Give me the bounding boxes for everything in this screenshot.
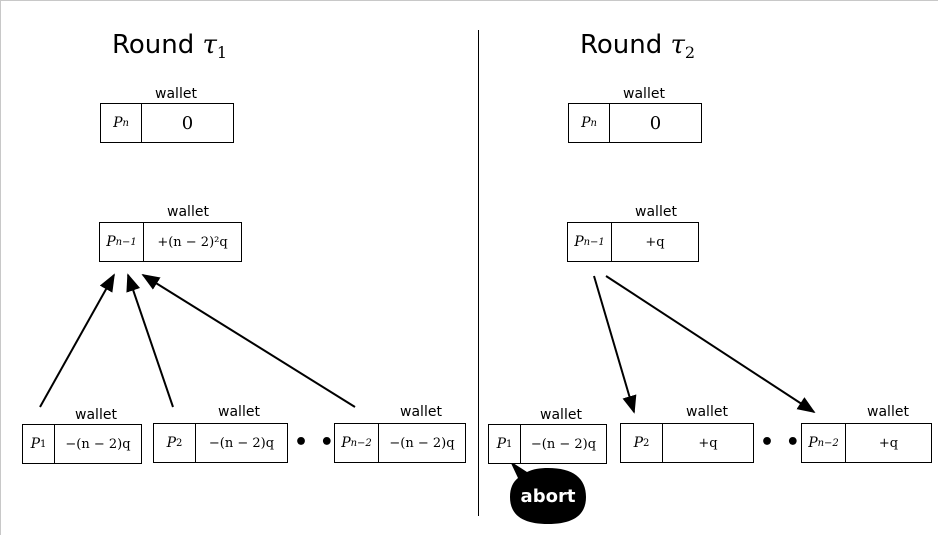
r1-pn-wallet-label: wallet [155, 86, 197, 102]
arrow-r2-pn1-to-p2 [593, 275, 637, 414]
arrow-r2-pn1-to-pn2 [605, 275, 816, 413]
abort-bubble [510, 461, 586, 524]
r2-p2-balance: +q [698, 435, 718, 451]
abort-label: abort [520, 486, 576, 507]
frame-top-border [0, 0, 938, 1]
round-1-label: Round [112, 30, 195, 60]
arrow-r1-p2-to-pn1 [126, 273, 174, 408]
r1-pn2-balance: −(n − 2)q [389, 435, 455, 451]
arrow-r1-p1-to-pn1 [39, 273, 115, 408]
r1-pn2-wallet-label: wallet [400, 404, 442, 420]
r2-pn-wallet-label: wallet [623, 86, 665, 102]
r2-pn1-balance: +q [645, 234, 665, 250]
r1-pn-balance: 0 [181, 112, 194, 134]
r1-p2-wallet-label: wallet [218, 404, 260, 420]
r2-p1-balance: −(n − 2)q [530, 436, 597, 452]
r1-p1-wallet-label: wallet [75, 407, 117, 423]
r2-p2-wallet-label: wallet [686, 404, 728, 420]
r1-pn1-balance: +(n − 2)²q [157, 234, 228, 250]
round-2-label: Round [580, 30, 663, 60]
round-2-title: Round τ2 [580, 30, 695, 68]
r2-pn2-balance: +q [878, 435, 899, 451]
r2-pn2-wallet-label: wallet [867, 404, 909, 420]
round-1-symbol: τ [202, 30, 217, 60]
round-1-title: Round τ1 [112, 30, 227, 68]
round-divider [478, 30, 479, 516]
r2-p1-wallet-label: wallet [540, 407, 582, 423]
r1-p2-balance: −(n − 2)q [208, 435, 275, 451]
round-2-symbol: τ [670, 30, 685, 60]
r2-pn-balance: 0 [649, 112, 662, 134]
r2-pn1-wallet-label: wallet [635, 204, 677, 220]
frame-left-border [0, 0, 1, 535]
r1-p1-balance: −(n − 2)q [65, 436, 131, 452]
round-1-index: 1 [216, 43, 228, 62]
round-2-index: 2 [684, 43, 696, 62]
arrow-r1-pn2-to-pn1 [141, 274, 356, 408]
r1-pn1-wallet-label: wallet [167, 204, 209, 220]
